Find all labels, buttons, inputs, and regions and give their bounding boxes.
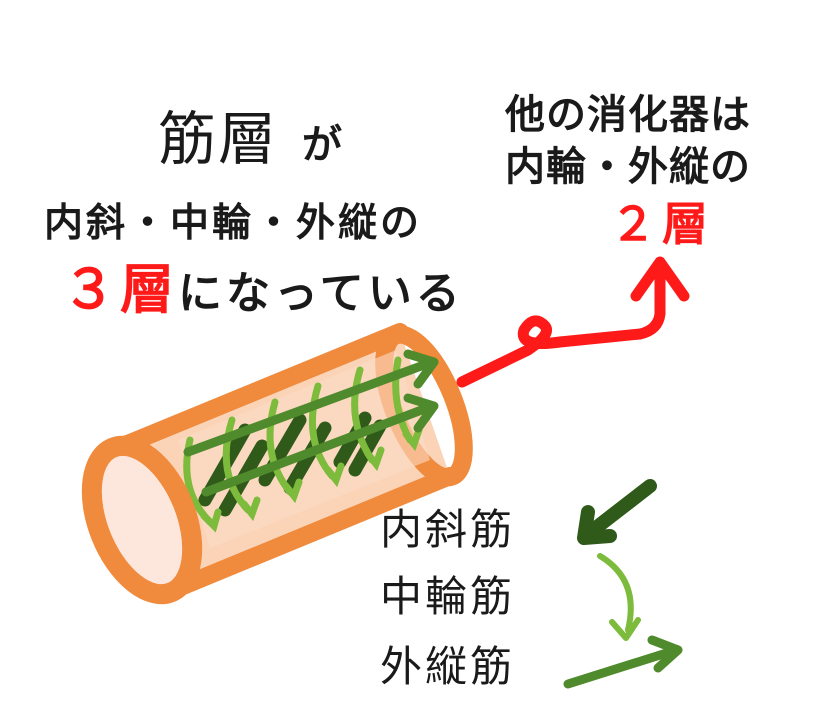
circular-fibers bbox=[183, 356, 423, 533]
muscle-fibers bbox=[183, 349, 439, 533]
title-muscle-layer: 筋層 bbox=[158, 105, 279, 173]
other-organs-layers: 内輪・外縦の bbox=[505, 144, 751, 190]
longitudinal-fibers bbox=[183, 349, 439, 497]
legend-oblique-arrow bbox=[577, 479, 657, 545]
red-connector-arrow bbox=[456, 256, 690, 388]
title-particle: が bbox=[302, 122, 342, 168]
layer-count-line: ３層になっている bbox=[62, 245, 464, 324]
layer-count-unit: 層 bbox=[120, 258, 178, 321]
layer-count-number: ３ bbox=[62, 258, 120, 321]
other-organs-count: ２層 bbox=[610, 197, 714, 251]
layer-count-suffix: になっている bbox=[178, 268, 464, 319]
layers-description: 内斜・中輪・外縦の bbox=[44, 201, 423, 246]
tube-opening bbox=[81, 435, 203, 605]
legend-label-circular: 中輪筋 bbox=[380, 572, 516, 621]
other-organs-text: 他の消化器は bbox=[505, 92, 751, 138]
legend-longitudinal-arrow bbox=[563, 635, 683, 689]
legend-circular-arrow bbox=[597, 553, 641, 641]
legend-label-oblique: 内斜筋 bbox=[380, 505, 516, 554]
legend-label-longitudinal: 外縦筋 bbox=[380, 642, 516, 691]
